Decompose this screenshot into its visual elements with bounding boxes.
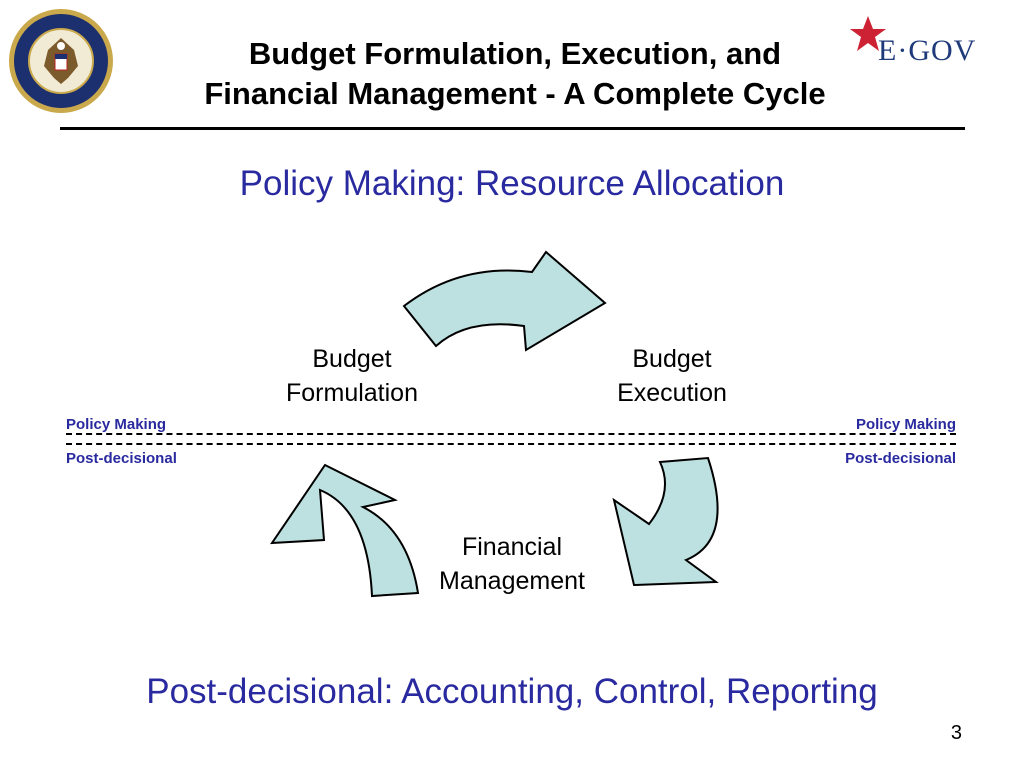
node-label-line: Budget xyxy=(312,345,392,373)
node-label-line: Financial xyxy=(461,533,563,561)
node-budget-execution: Budget Execution xyxy=(572,342,772,410)
node-label-line: Formulation xyxy=(286,379,418,407)
arrow-execution-to-management xyxy=(612,456,719,587)
title-divider xyxy=(60,127,965,130)
page-number: 3 xyxy=(950,722,962,744)
red-star-icon xyxy=(850,16,886,51)
left-label-policy-making: Policy Making xyxy=(66,416,167,433)
left-label-post-decisional: Post-decisional xyxy=(66,450,177,467)
node-label-line: Management xyxy=(439,567,585,595)
title-line-1: Budget Formulation, Execution, and xyxy=(248,36,782,71)
egov-logo: E·GOV xyxy=(848,14,998,74)
egov-logo-text: E·GOV xyxy=(878,34,977,67)
node-budget-formulation: Budget Formulation xyxy=(252,342,452,410)
subtitle: Policy Making: Resource Allocation xyxy=(239,164,785,203)
node-financial-management: Financial Management xyxy=(402,530,622,598)
arrow-formulation-to-execution xyxy=(402,250,607,352)
footer-caption: Post-decisional: Accounting, Control, Re… xyxy=(146,672,878,711)
title-line-2: Financial Management - A Complete Cycle xyxy=(204,76,826,111)
page-title: Budget Formulation, Execution, and Finan… xyxy=(120,34,910,114)
right-label-policy-making: Policy Making xyxy=(855,416,956,433)
right-label-post-decisional: Post-decisional xyxy=(845,450,956,467)
executive-office-seal-logo xyxy=(9,9,113,113)
policy-divider-dashed-line xyxy=(66,433,956,445)
arrow-management-to-formulation xyxy=(270,463,420,598)
node-label-line: Execution xyxy=(617,379,727,407)
node-label-line: Budget xyxy=(632,345,712,373)
